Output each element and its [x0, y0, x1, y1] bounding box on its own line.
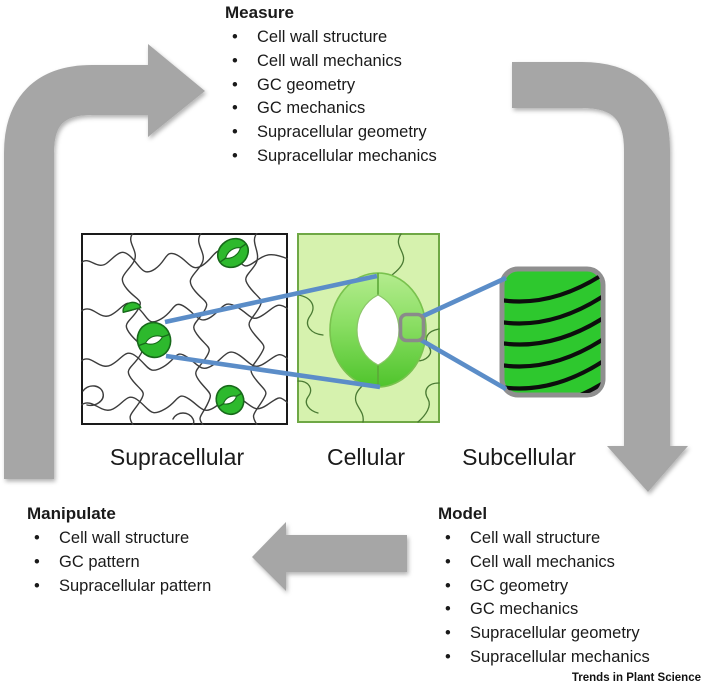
- manipulate-list: Cell wall structure GC pattern Supracell…: [27, 527, 211, 598]
- stoma-bottom-right-icon: [215, 384, 245, 416]
- cellulose-microfibrils: [504, 271, 601, 393]
- measure-block: Measure Cell wall structure Cell wall me…: [225, 2, 437, 169]
- supracellular-panel-border: [81, 233, 288, 425]
- list-item: GC mechanics: [438, 598, 650, 622]
- arrow-model-to-manipulate: [252, 522, 407, 591]
- guard-cell-pair: [329, 272, 427, 388]
- arrowhead-right-icon: [148, 44, 205, 137]
- list-item: Cell wall mechanics: [438, 551, 650, 575]
- stoma-partial-icon: [122, 301, 142, 314]
- list-item: GC mechanics: [225, 97, 437, 121]
- list-item: GC geometry: [438, 575, 650, 599]
- arrowhead-down-icon: [607, 446, 688, 492]
- supracellular-panel: [81, 233, 288, 425]
- list-item: GC pattern: [27, 551, 211, 575]
- cellular-label: Cellular: [327, 444, 405, 470]
- measure-title: Measure: [225, 3, 294, 22]
- stoma-top-right-icon: [216, 237, 250, 269]
- arrowhead-left-icon: [252, 522, 286, 591]
- cycle-arrow-to-measure: [4, 44, 205, 479]
- manipulate-block: Manipulate Cell wall structure GC patter…: [27, 503, 211, 598]
- list-item: Cell wall structure: [438, 527, 650, 551]
- list-item: Supracellular mechanics: [225, 145, 437, 169]
- cycle-arrow-to-model: [512, 62, 688, 492]
- zoom-connector-line: [164, 273, 378, 325]
- zoom-connector-line: [420, 275, 507, 320]
- stomatal-pore: [356, 294, 400, 366]
- subcellular-label: Subcellular: [462, 444, 576, 470]
- cellular-panel: [297, 233, 440, 423]
- list-item: Cell wall mechanics: [225, 50, 437, 74]
- journal-name: Trends in Plant Science: [571, 672, 701, 684]
- list-item: Supracellular geometry: [438, 622, 650, 646]
- model-title: Model: [438, 504, 488, 523]
- list-item: Supracellular pattern: [27, 575, 211, 599]
- list-item: Supracellular geometry: [225, 121, 437, 145]
- zoom-connector-line: [419, 338, 508, 391]
- list-item: Cell wall structure: [27, 527, 211, 551]
- supracellular-label: Supracellular: [109, 444, 245, 470]
- list-item: Supracellular mechanics: [438, 646, 650, 670]
- zoom-region-indicator: [398, 312, 426, 343]
- subcellular-panel: [499, 266, 606, 398]
- measure-list: Cell wall structure Cell wall mechanics …: [225, 26, 437, 169]
- list-item: GC geometry: [225, 74, 437, 98]
- stoma-center-icon: [136, 321, 172, 359]
- list-item: Cell wall structure: [225, 26, 437, 50]
- model-list: Cell wall structure Cell wall mechanics …: [438, 527, 650, 670]
- model-block: Model Cell wall structure Cell wall mech…: [438, 503, 650, 670]
- zoom-connector-line: [165, 353, 381, 390]
- manipulate-title: Manipulate: [27, 504, 116, 523]
